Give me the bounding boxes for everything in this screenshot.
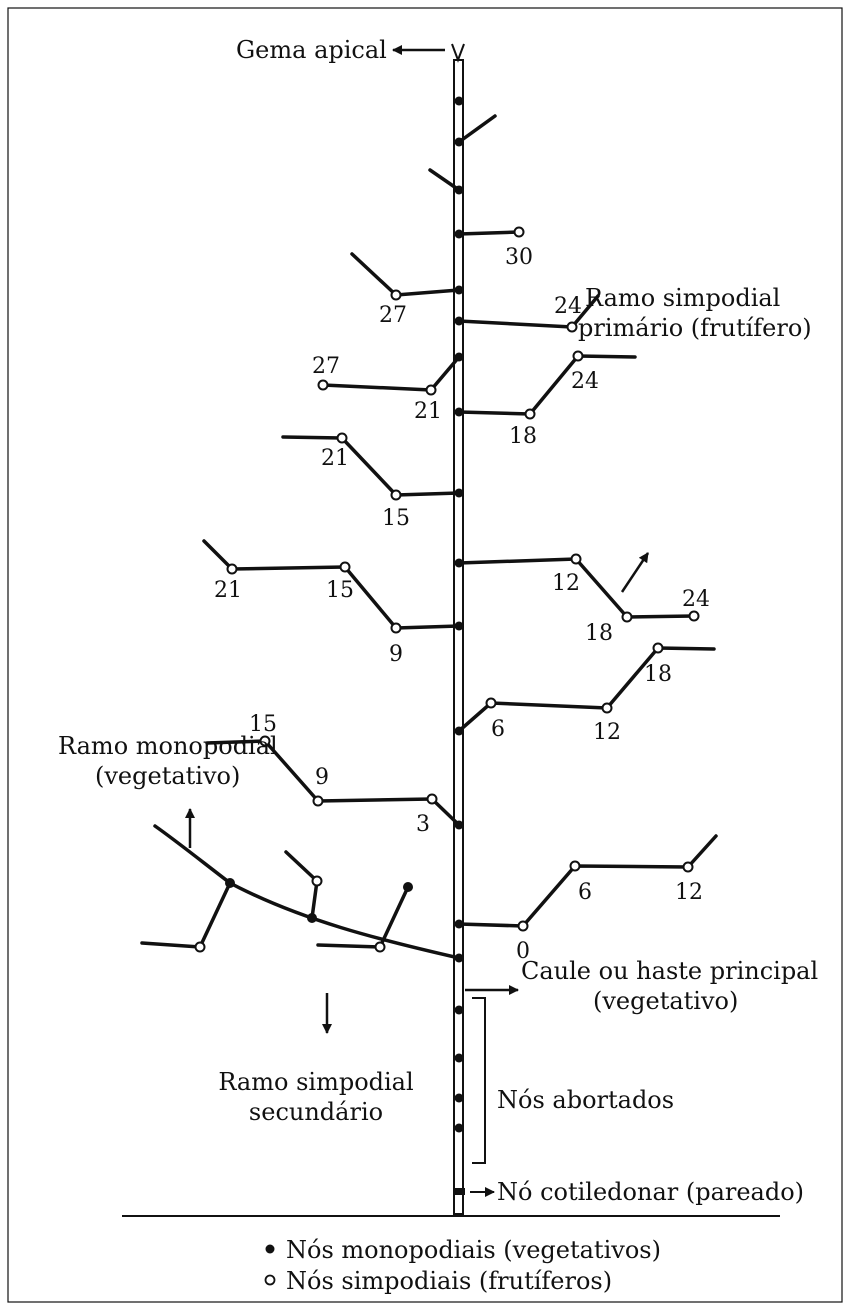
frame-border [7,7,843,1303]
node-number: 6 [578,880,592,905]
secondary-sympodial-label-2: secundário [249,1098,383,1126]
branch-lines [140,114,718,960]
node-number: 12 [675,880,703,905]
apical-bud [451,43,465,63]
secondary-sympodial-label-1: Ramo simpodial [218,1068,413,1096]
cotyledonary-node-label: Nó cotiledonar (pareado) [497,1178,804,1206]
primary-sympodial-label-2: primário (frutífero) [578,314,812,342]
node-number: 12 [552,571,580,596]
sympodial-nodes [194,226,700,953]
node-number: 27 [379,303,407,328]
node-number: 21 [214,578,242,603]
main-stem-label-1: Caule ou haste principal [521,957,818,985]
node-number: 24 [571,369,599,394]
node-number: 30 [505,245,533,270]
legend-monopodial: Nós monopodiais (vegetativos) [286,1236,661,1264]
node-number: 15 [249,712,277,737]
node-number: 24 [554,294,582,319]
monopodial-nodes [225,96,465,1195]
node-number: 27 [312,354,340,379]
monopodial-label-1: Ramo monopodial [58,732,278,760]
node-number: 18 [509,424,537,449]
node-number: 3 [416,812,430,837]
primary-sympodial-label-1: Ramo simpodial [585,284,780,312]
legend-open-node-icon [264,1274,276,1286]
main-stem-label-2: (vegetativo) [593,987,738,1015]
node-number: 12 [593,720,621,745]
apical-bud-label: Gema apical [236,36,387,64]
node-number-labels: 30 27 24 27 21 24 18 21 15 21 15 9 12 18… [214,245,710,964]
node-number: 21 [414,399,442,424]
primary-sympodial-arrow [620,552,650,593]
legend-filled-node-icon [265,1244,275,1254]
node-number: 15 [326,578,354,603]
node-number: 15 [382,506,410,531]
monopodial-label-2: (vegetativo) [95,762,240,790]
aborted-nodes-label: Nós abortados [497,1086,674,1114]
node-number: 24 [682,587,710,612]
legend: Nós monopodiais (vegetativos) Nós simpod… [264,1236,661,1295]
node-number: 18 [585,621,613,646]
node-number: 9 [315,765,329,790]
node-number: 21 [321,446,349,471]
node-number: 9 [389,642,403,667]
node-number: 18 [644,662,672,687]
node-number: 0 [516,939,530,964]
legend-sympodial: Nós simpodiais (frutíferos) [286,1267,612,1295]
aborted-nodes-bracket [472,997,486,1164]
node-number: 6 [491,717,505,742]
